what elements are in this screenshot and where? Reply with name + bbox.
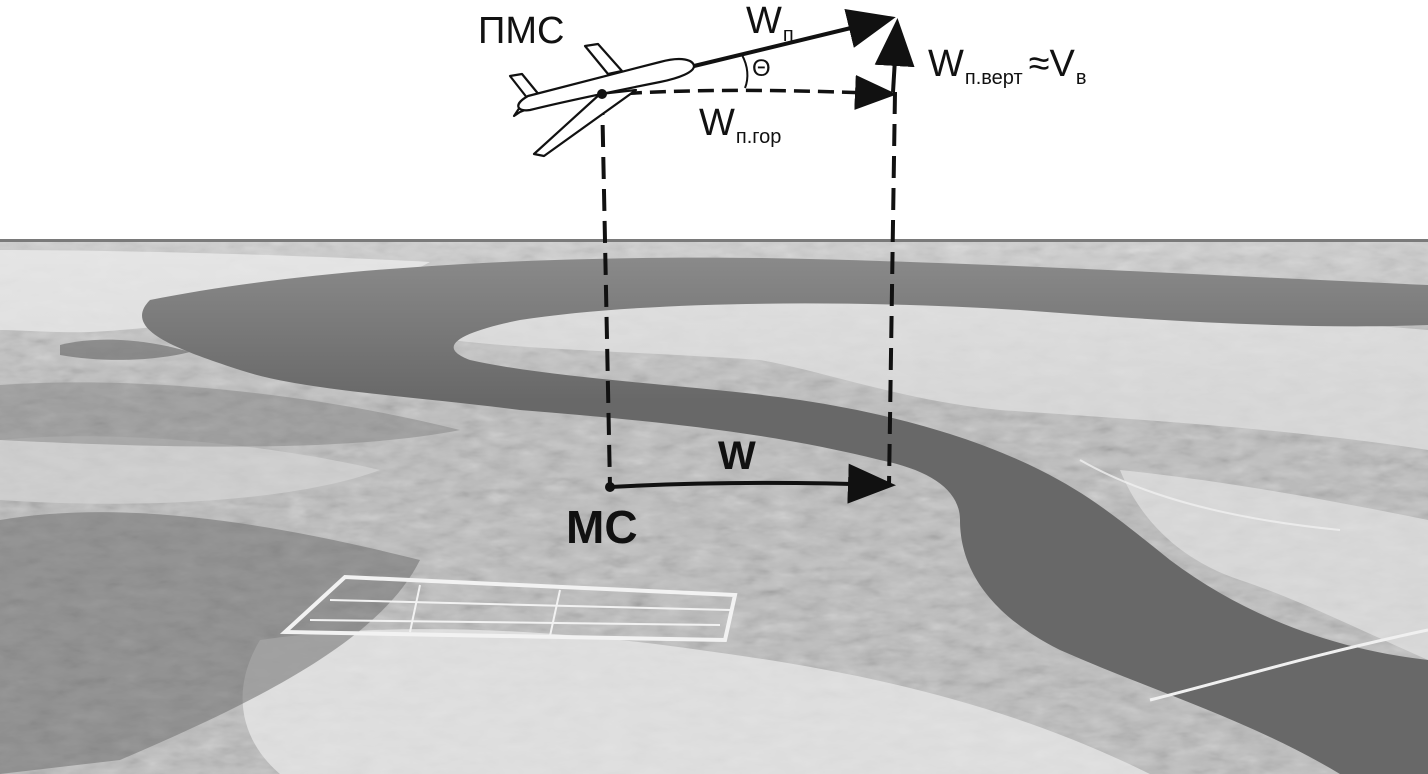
land-light-patch-3 xyxy=(1120,470,1428,660)
label-approx: ≈ xyxy=(1028,43,1050,85)
vertical-projection-line xyxy=(600,92,612,488)
label-w-p-main: W xyxy=(746,0,782,42)
w-p-vector xyxy=(693,8,896,68)
settlement-block xyxy=(279,574,738,643)
w-p-gor-vector xyxy=(601,74,897,110)
horizon-haze xyxy=(0,241,1428,401)
label-theta: Θ xyxy=(752,55,771,82)
sky xyxy=(0,0,1428,240)
pms-point xyxy=(597,89,607,99)
label-w-p: Wп xyxy=(746,2,794,45)
label-w-p-vert-main: W xyxy=(928,43,964,85)
w-ground-vector xyxy=(609,463,896,504)
forest-patch xyxy=(0,512,420,774)
label-v-sub: в xyxy=(1075,67,1087,89)
road-2 xyxy=(1079,459,1341,531)
w-p-vert-vector xyxy=(874,18,915,93)
terrain-photo xyxy=(0,241,1428,774)
theta-arc xyxy=(741,54,749,89)
airplane-icon xyxy=(508,42,696,158)
label-w-p-gor-main: W xyxy=(699,102,735,144)
label-v: V xyxy=(1049,43,1075,85)
label-ms: МС xyxy=(566,501,638,553)
ms-point xyxy=(605,482,615,492)
label-pms: ПМС xyxy=(478,10,565,52)
label-w-p-vert: Wп.верт≈Vв xyxy=(928,45,1086,88)
label-w-p-vert-sub: п.верт xyxy=(964,67,1023,89)
label-w-p-gor-sub: п.гор xyxy=(735,126,782,148)
land-light-patch-4 xyxy=(242,629,1151,774)
label-w-p-gor: Wп.гор xyxy=(699,104,781,147)
label-w-p-sub: п xyxy=(782,24,794,46)
vertical-projection-line-2 xyxy=(887,91,897,486)
road xyxy=(1149,628,1428,702)
label-w: W xyxy=(718,434,756,478)
land-light-patch-5 xyxy=(0,436,380,504)
